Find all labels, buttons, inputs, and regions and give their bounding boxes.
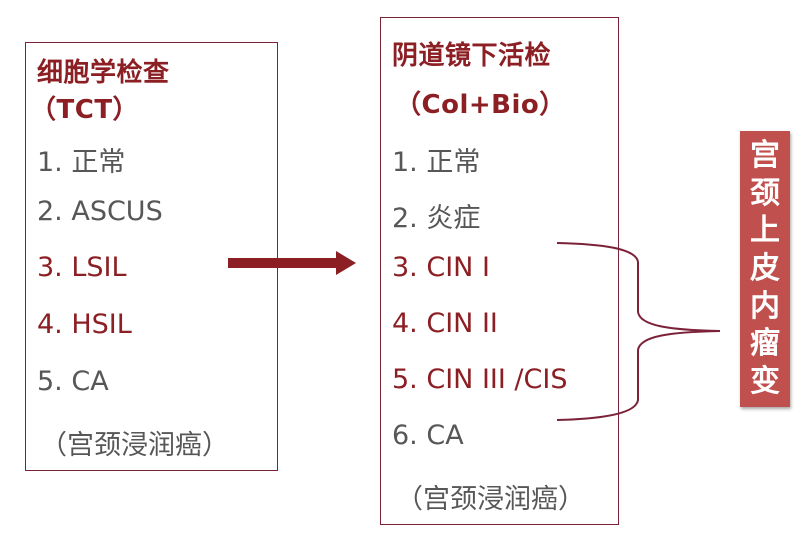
colposcopy-subtitle: （Col+Bio） [395, 90, 566, 120]
tct-title: 细胞学检查 [37, 58, 170, 88]
colposcopy-panel [380, 17, 619, 525]
right-arrow-icon [228, 251, 356, 275]
colposcopy-item-normal: 1. 正常 [392, 147, 481, 178]
cin-label-char: 内 [750, 288, 780, 324]
colposcopy-title: 阴道镜下活检 [392, 41, 552, 71]
tct-item-hsil: 4. HSIL [37, 309, 132, 340]
colposcopy-item-cin2: 4. CIN II [392, 308, 498, 339]
tct-item-ascus: 2. ASCUS [37, 196, 163, 227]
tct-subtitle: （TCT） [30, 95, 140, 125]
cin-label-char: 皮 [750, 250, 780, 286]
cin-label-char: 瘤 [750, 326, 780, 362]
colposcopy-item-cin3: 5. CIN III /CIS [392, 364, 568, 395]
tct-item-invasive: （宫颈浸润癌） [40, 430, 229, 461]
cin-label-char: 变 [750, 364, 780, 400]
cin-label-char: 上 [750, 213, 780, 249]
colposcopy-item-inflammation: 2. 炎症 [392, 203, 481, 234]
cin-label: 宫 颈 上 皮 内 瘤 变 [740, 131, 790, 407]
cin-label-char: 颈 [750, 175, 780, 211]
colposcopy-item-invasive: （宫颈浸润癌） [396, 484, 585, 515]
tct-item-normal: 1. 正常 [37, 147, 126, 178]
cin-label-char: 宫 [750, 137, 780, 173]
tct-item-ca: 5. CA [37, 366, 109, 397]
curly-brace-icon [556, 242, 721, 421]
colposcopy-item-cin1: 3. CIN I [392, 252, 490, 283]
colposcopy-item-ca: 6. CA [392, 420, 464, 451]
tct-panel [25, 42, 278, 471]
tct-item-lsil: 3. LSIL [37, 252, 127, 283]
